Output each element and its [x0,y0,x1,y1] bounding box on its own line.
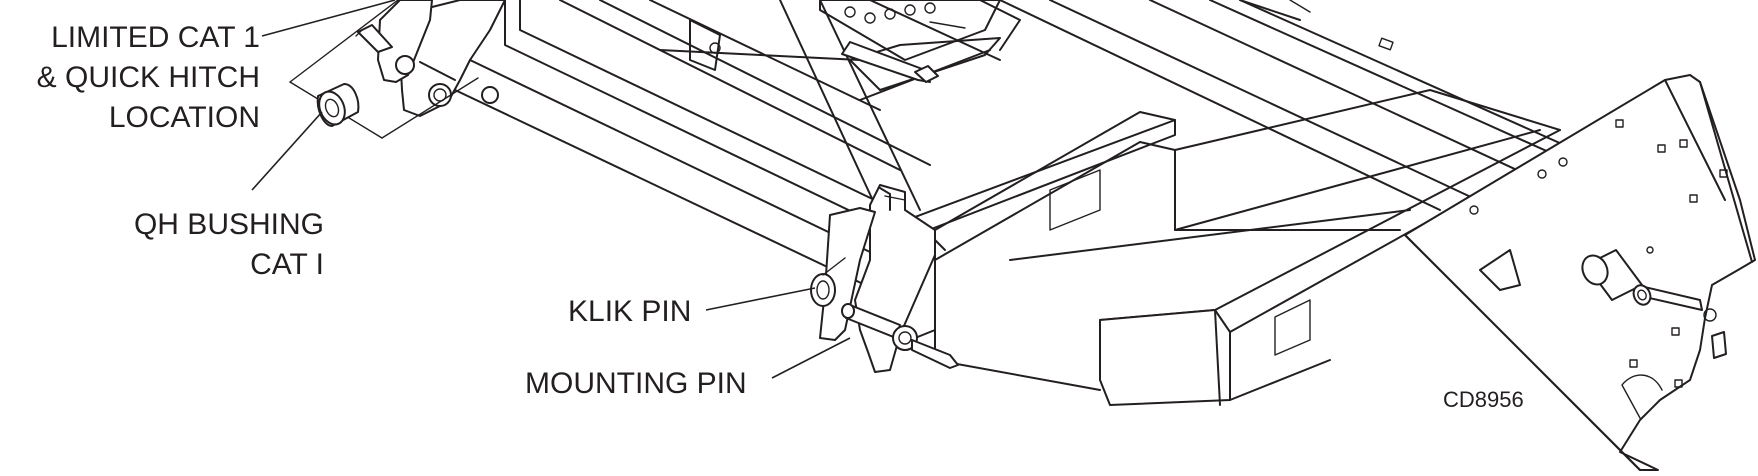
side-plate [1404,74,1756,471]
qh-bushing-label: QH BUSHING CAT I [134,205,324,285]
leader-klik-pin [705,287,816,311]
leader-mounting-pin [771,337,851,379]
perforated-plate [709,0,1001,91]
qh-bushing-line-2: CAT I [250,248,324,281]
leader-limited-cat [261,0,396,37]
limited-cat-line-1: LIMITED CAT 1 [51,21,260,54]
limited-cat-label: LIMITED CAT 1 & QUICK HITCH LOCATION [37,18,260,138]
leader-qh-bushing [251,111,323,191]
mounting-pin-label: MOUNTING PIN [525,367,747,400]
drawing-code: CD8956 [1443,387,1524,412]
upper-hitch-bracket [377,0,506,117]
limited-cat-line-2: & QUICK HITCH [36,61,260,94]
main-frame [454,0,1621,293]
qh-bushing-line-1: QH BUSHING [133,208,324,241]
klik-pin-label: KLIK PIN [568,295,692,328]
cotter-pin [355,24,393,53]
qh-bushing-inset [289,0,479,139]
mounting-pin-part [841,303,959,369]
leader-lines [251,0,851,379]
klik-pin-part [810,257,846,307]
limited-cat-line-3: LOCATION [108,101,260,134]
